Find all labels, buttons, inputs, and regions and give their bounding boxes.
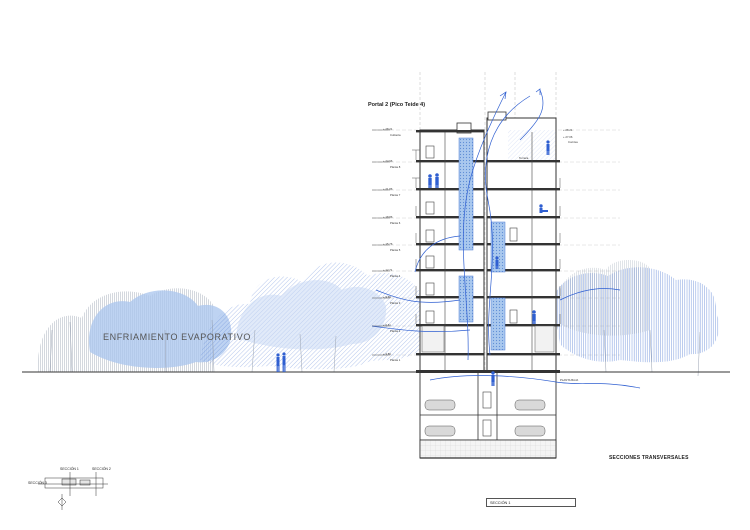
person-figure	[435, 173, 439, 188]
level-elev-planta-8: + 24.96	[383, 159, 393, 163]
person-figure	[491, 371, 495, 386]
level-name-planta-8: Planta 8	[390, 165, 401, 169]
person-figure	[546, 140, 550, 155]
tree-cloud-right-grey	[560, 259, 650, 336]
level-elev-planta-6: + 18.86	[383, 215, 393, 219]
title-box: SECCIÓN 1	[486, 498, 576, 507]
level-elev-planta-1: + 3.50	[383, 352, 391, 356]
person-figure	[282, 352, 286, 372]
light-shaft-right-lower	[490, 297, 506, 351]
people-inside	[428, 140, 550, 386]
level-name-planta-4: Planta 4	[390, 274, 401, 278]
level-elev-planta-5: + 15.76	[383, 242, 393, 246]
person-figure	[428, 174, 432, 188]
level-elev-right-cornisa: + 27.06	[563, 135, 573, 139]
key-plan-label-section-3: SECCIÓN 3	[28, 481, 47, 485]
person-figure	[276, 353, 280, 372]
level-elev-right-top: + 28.21	[563, 128, 573, 132]
level-name-planta-5: Planta 5	[390, 248, 401, 252]
level-elev-planta-7: + 21.86	[383, 187, 393, 191]
airflow-arrows	[371, 88, 641, 389]
evaporative-cooling-label: ENFRIAMIENTO EVAPORATIVO	[103, 332, 251, 342]
section-title: SECCIONES TRANSVERSALES	[609, 455, 689, 461]
tree-cloud-mid-light	[236, 280, 387, 350]
light-shaft-right	[490, 221, 506, 273]
ground-floor-label: PLANTA BAJA	[560, 378, 579, 382]
level-name-planta-6: Planta 6	[390, 221, 401, 225]
person-figure	[532, 310, 536, 324]
person-figure	[495, 256, 499, 269]
key-plan-label-section-1: SECCIÓN 1	[60, 467, 79, 471]
vegetation	[37, 259, 720, 377]
level-elev-planta-2: + 6.61	[383, 323, 391, 327]
level-elev-planta-4: + 12.71	[383, 268, 393, 272]
drawing-title: Portal 2 (Pico Teide 4)	[368, 102, 426, 108]
level-elev-cubierta: + 28.21	[383, 127, 393, 131]
terrace-label: Terraza	[519, 156, 529, 160]
level-name-planta-2: Planta 2	[390, 329, 401, 333]
building-section	[412, 111, 561, 459]
level-elev-planta-3: + 9.66	[383, 295, 391, 299]
key-plan-label-section-2: SECCIÓN 2	[92, 467, 111, 471]
key-plan	[38, 472, 108, 510]
level-name-planta-1: Planta 1	[390, 358, 401, 362]
person-figure	[539, 204, 548, 213]
level-name-planta-3: Planta 3	[390, 301, 401, 305]
level-markers	[372, 129, 390, 356]
parking-cars	[424, 399, 546, 437]
level-name-right-cornisa: Cornisa	[568, 140, 578, 144]
light-shaft-left	[458, 137, 474, 251]
people-outside	[276, 352, 286, 372]
tree-cloud-left-blue	[88, 290, 232, 368]
floor-slabs	[416, 130, 560, 373]
level-name-planta-7: Planta 7	[390, 193, 401, 197]
level-name-cubierta: Cubierta	[390, 133, 401, 137]
